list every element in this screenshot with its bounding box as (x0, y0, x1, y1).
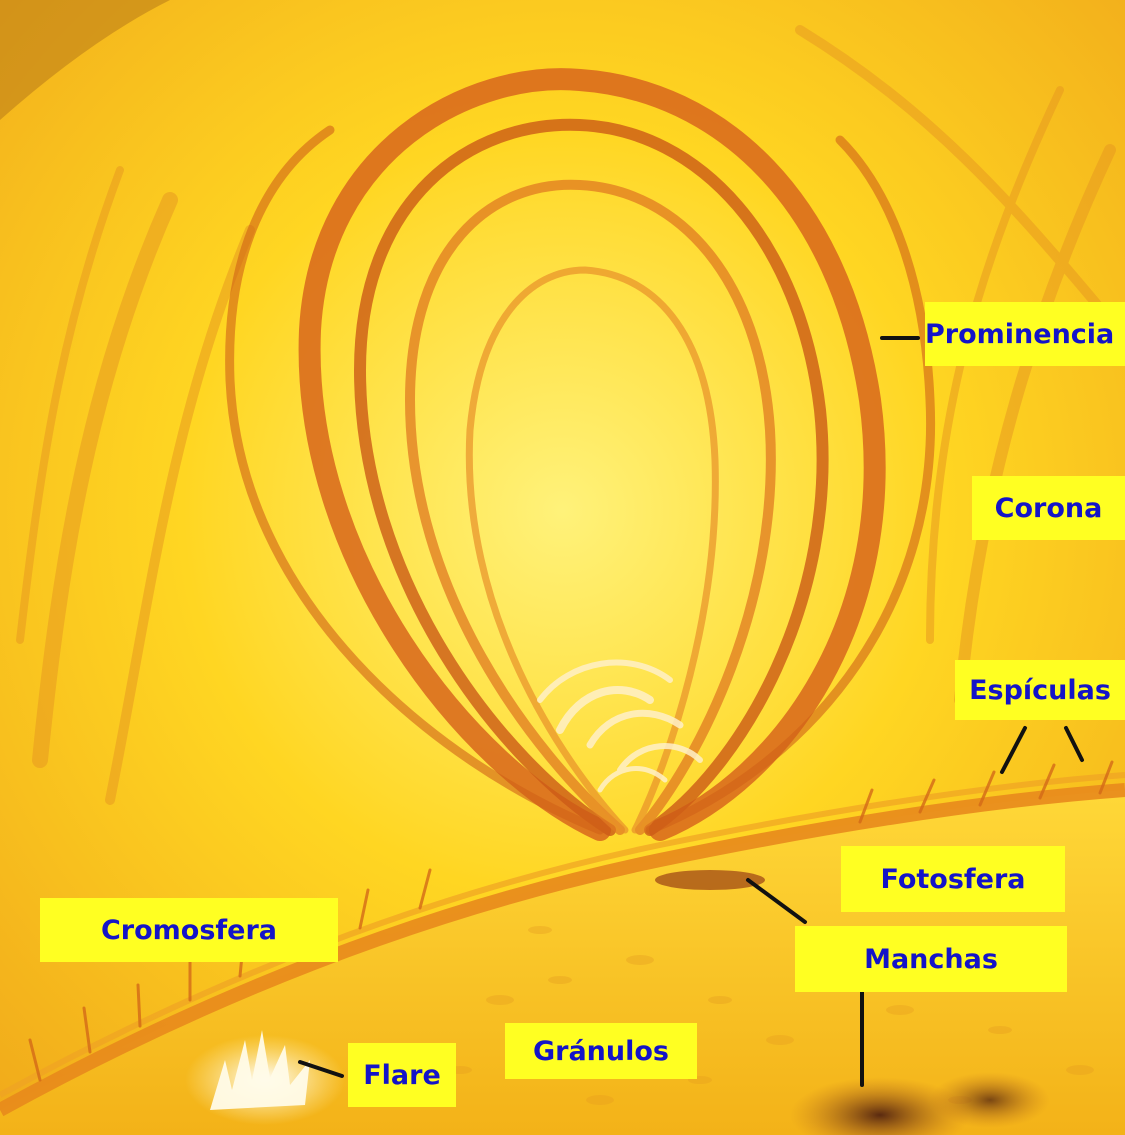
sunspot-large-2 (930, 1072, 1050, 1128)
label-prominencia: Prominencia (925, 302, 1125, 366)
label-fotosfera: Fotosfera (841, 846, 1065, 912)
label-corona: Corona (972, 476, 1125, 540)
label-espiculas: Espículas (955, 660, 1125, 720)
label-granulos: Gránulos (505, 1023, 697, 1079)
label-manchas: Manchas (795, 926, 1067, 992)
label-cromosfera: Cromosfera (40, 898, 338, 962)
label-flare: Flare (348, 1043, 456, 1107)
